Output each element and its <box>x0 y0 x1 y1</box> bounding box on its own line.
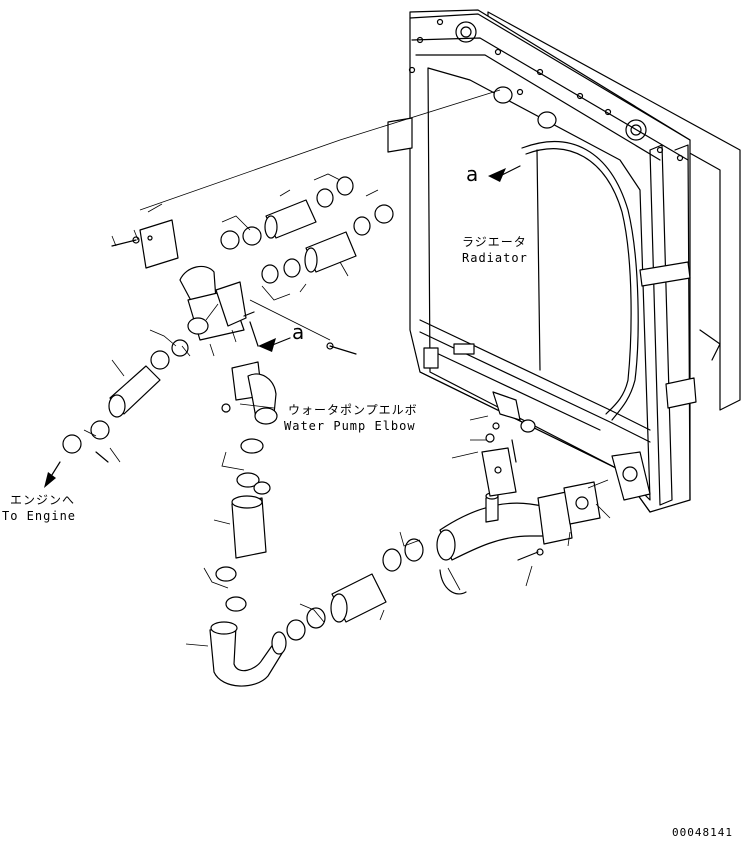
ref-arrow-a-mid <box>249 321 291 352</box>
ref-arrow-a-top <box>488 165 521 182</box>
upper-hose-group <box>111 89 501 355</box>
elbow-label-jp: ウォータポンプエルボ <box>288 403 418 417</box>
radiator-label-jp: ラジエータ <box>462 235 527 249</box>
engine-hose-group <box>44 339 189 488</box>
radiator-label-en: Radiator <box>462 251 528 265</box>
ref-label-a-top: a <box>466 162 479 186</box>
engine-label-jp: エンジンへ <box>10 493 76 507</box>
ref-label-a-mid: a <box>292 320 305 344</box>
engine-label-en: To Engine <box>2 509 77 523</box>
drawing-number: 00048141 <box>672 826 733 839</box>
leader-lines <box>83 173 611 647</box>
elbow-label-en: Water Pump Elbow <box>284 419 416 433</box>
water-pump-elbow-group <box>209 361 601 687</box>
radiator-assembly <box>387 9 741 513</box>
